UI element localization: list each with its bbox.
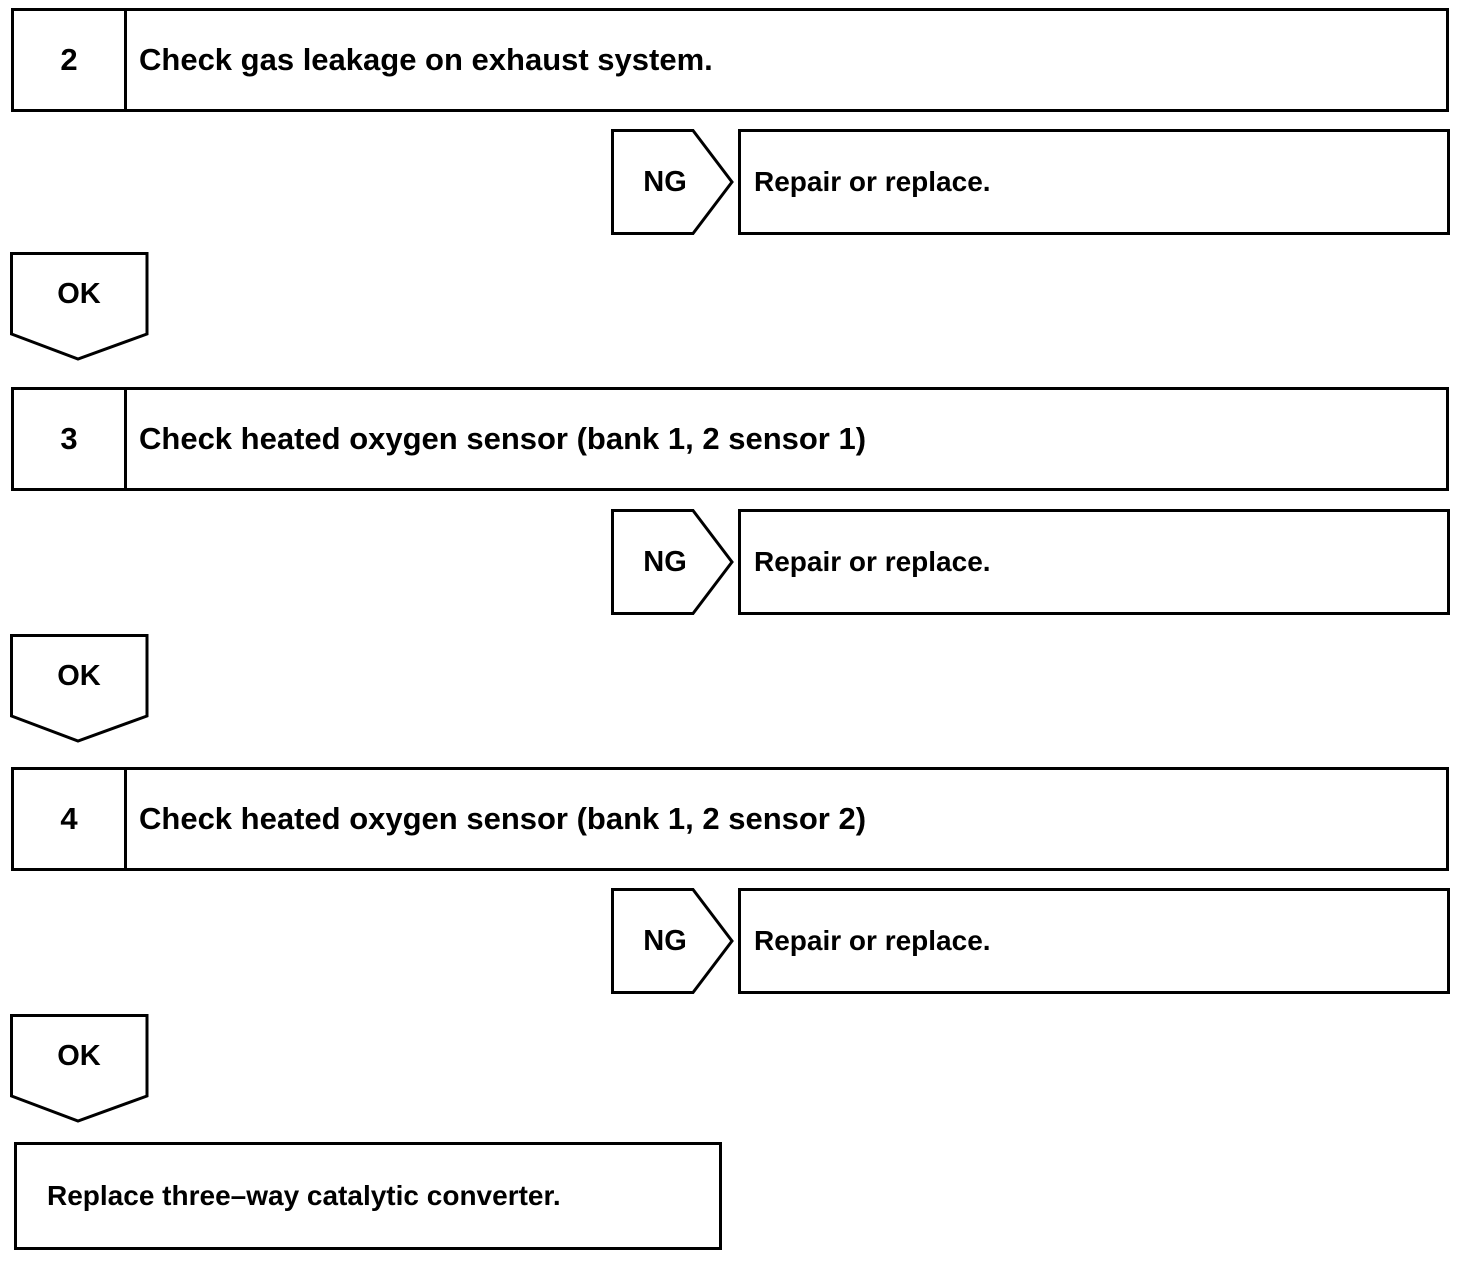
step-text: Check heated oxygen sensor (bank 1, 2 se… (139, 801, 867, 836)
ok-arrow-1: OK (10, 252, 150, 362)
ng-action-box: Repair or replace. (738, 509, 1450, 615)
ok-arrow-icon (10, 634, 149, 743)
step-box-4: 4 Check heated oxygen sensor (bank 1, 2 … (11, 767, 1449, 871)
ng-action-box: Repair or replace. (738, 888, 1450, 994)
step-box-2: 2 Check gas leakage on exhaust system. (11, 8, 1449, 112)
step-box-3: 3 Check heated oxygen sensor (bank 1, 2 … (11, 387, 1449, 491)
ok-arrow-icon (10, 252, 149, 361)
ok-label: OK (57, 659, 101, 692)
ok-arrow-3: OK (10, 1014, 150, 1124)
ng-branch-2: NG Repair or replace. (611, 509, 1451, 615)
ng-branch-3: NG Repair or replace. (611, 888, 1451, 994)
ng-label: NG (643, 165, 687, 198)
ok-arrow-2: OK (10, 634, 150, 744)
step-number: 4 (14, 770, 127, 868)
ok-label: OK (57, 277, 101, 310)
ok-arrow-icon (10, 1014, 149, 1123)
ng-arrow-icon (611, 888, 735, 994)
ng-arrow-icon (611, 509, 735, 615)
ok-label: OK (57, 1039, 101, 1072)
step-number: 2 (14, 11, 127, 109)
ng-label: NG (643, 924, 687, 957)
final-action-box: Replace three–way catalytic converter. (14, 1142, 722, 1250)
ng-arrow-icon (611, 129, 735, 235)
ng-branch-1: NG Repair or replace. (611, 129, 1451, 235)
step-text: Check heated oxygen sensor (bank 1, 2 se… (139, 421, 867, 456)
step-text: Check gas leakage on exhaust system. (139, 42, 713, 77)
step-number: 3 (14, 390, 127, 488)
ng-label: NG (643, 545, 687, 578)
ng-action-box: Repair or replace. (738, 129, 1450, 235)
